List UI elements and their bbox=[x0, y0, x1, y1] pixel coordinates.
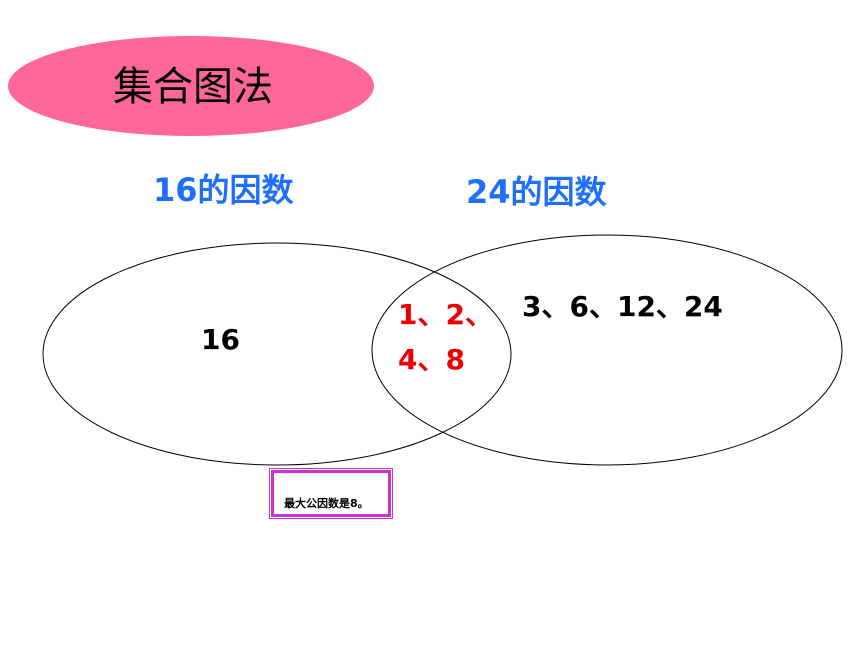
page-title: 集合图法 bbox=[113, 64, 273, 110]
title-badge bbox=[8, 36, 374, 136]
set-a-ellipse bbox=[42, 242, 512, 466]
set-b-only-values: 3、6、12、24 bbox=[522, 290, 723, 323]
answer-text: 最大公因数是8。 bbox=[284, 497, 369, 510]
set-b-ellipse bbox=[371, 234, 843, 466]
intersection-values-line2: 4、8 bbox=[398, 343, 465, 376]
set-a-label: 16的因数 bbox=[153, 171, 294, 209]
set-a-only-values: 16 bbox=[201, 323, 240, 356]
intersection-values-line1: 1、2、 bbox=[398, 298, 493, 331]
answer-box: 最大公因数是8。 bbox=[269, 468, 393, 519]
set-b-label: 24的因数 bbox=[466, 173, 607, 211]
